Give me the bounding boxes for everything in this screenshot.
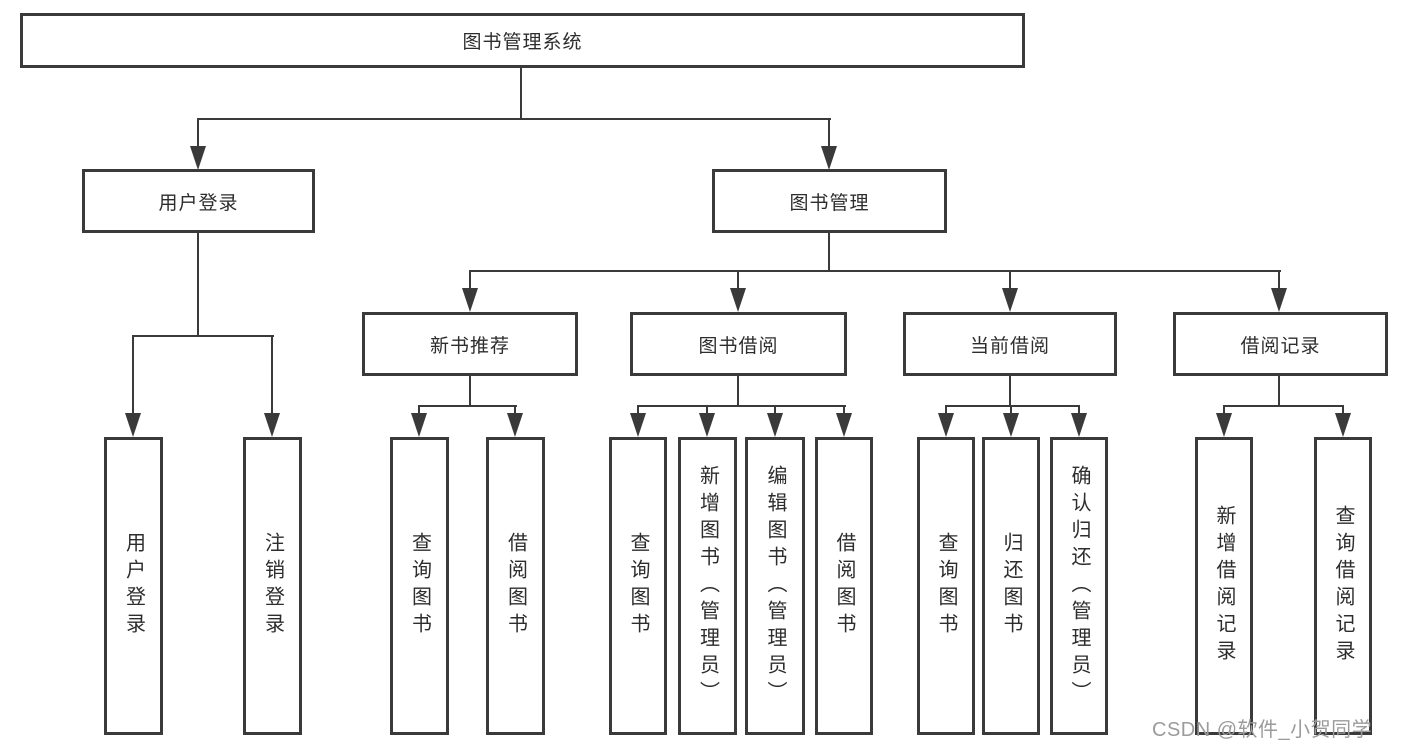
leaf-label: 注销登录: [261, 532, 284, 640]
leaf-borrow-add-books-admin: 新增图书（管理员）: [678, 437, 737, 735]
arrow-down-icon: [1071, 413, 1087, 437]
connector-stub: [1278, 270, 1280, 290]
arrow-down-icon: [125, 413, 141, 437]
node-user-login: 用户登录: [82, 169, 315, 233]
leaf-user-login: 用户登录: [104, 437, 163, 735]
arrow-down-icon: [1271, 288, 1287, 312]
connector-stub: [469, 270, 471, 290]
arrow-down-icon: [699, 413, 715, 437]
leaf-label: 借阅图书: [504, 532, 527, 640]
connector-mgmt-rail: [469, 270, 1281, 272]
connector-mgmt-trunk: [828, 231, 830, 272]
connector-stub: [271, 335, 273, 415]
leaf-label: 用户登录: [122, 532, 145, 640]
connector-stub: [843, 405, 845, 415]
arrow-down-icon: [1335, 413, 1351, 437]
arrow-down-icon: [1216, 413, 1232, 437]
node-root-library-system: 图书管理系统: [20, 13, 1025, 68]
leaf-label: 借阅图书: [833, 532, 855, 640]
leaf-label: 查询图书: [935, 532, 957, 640]
connector-stub: [418, 405, 420, 415]
connector-user-rail: [132, 335, 274, 337]
connector-stub: [1078, 405, 1080, 415]
leaf-label: 新增借阅记录: [1213, 505, 1235, 667]
connector-root-trunk: [520, 68, 522, 120]
node-label: 当前借阅: [969, 335, 1050, 357]
connector-stub: [1342, 405, 1344, 415]
node-borrow-records: 借阅记录: [1173, 312, 1388, 376]
arrow-down-icon: [730, 288, 746, 312]
connector-stub: [737, 270, 739, 290]
connector-current-rail: [945, 405, 1080, 407]
connector-stub: [1009, 270, 1011, 290]
connector-records-trunk: [1278, 374, 1280, 407]
connector-stub: [132, 335, 134, 415]
node-current-borrow: 当前借阅: [903, 312, 1117, 376]
arrow-down-icon: [938, 413, 954, 437]
leaf-current-return-books: 归还图书: [982, 437, 1040, 735]
connector-stub: [197, 118, 199, 148]
connector-stub: [945, 405, 947, 415]
arrow-down-icon: [630, 413, 646, 437]
connector-stub: [637, 405, 639, 415]
arrow-down-icon: [190, 146, 206, 170]
arrow-down-icon: [264, 413, 280, 437]
node-label: 新书推荐: [429, 335, 510, 357]
leaf-label: 查询图书: [627, 532, 649, 640]
connector-user-trunk: [197, 231, 199, 337]
leaf-borrow-query-books: 查询图书: [609, 437, 667, 735]
connector-stub: [1010, 405, 1012, 415]
node-label: 借阅记录: [1240, 335, 1321, 357]
leaf-current-query-books: 查询图书: [917, 437, 975, 735]
arrow-down-icon: [767, 413, 783, 437]
leaf-label: 查询借阅记录: [1332, 505, 1354, 667]
csdn-watermark: CSDN @软件_小贺同学: [1152, 719, 1373, 741]
connector-stub: [1223, 405, 1225, 415]
connector-stub: [514, 405, 516, 415]
connector-recommend-rail: [418, 405, 517, 407]
node-label: 图书借阅: [698, 335, 779, 357]
leaf-label: 归还图书: [1000, 532, 1022, 640]
arrow-down-icon: [836, 413, 852, 437]
connector-borrow-rail: [637, 405, 846, 407]
arrow-down-icon: [411, 413, 427, 437]
connector-records-rail: [1223, 405, 1344, 407]
leaf-label: 查询图书: [408, 532, 431, 640]
node-label: 图书管理系统: [462, 32, 583, 53]
arrow-down-icon: [821, 146, 837, 170]
node-new-book-recommend: 新书推荐: [362, 312, 578, 376]
leaf-label: 新增图书（管理员）: [696, 464, 719, 708]
leaf-records-query-record: 查询借阅记录: [1314, 437, 1372, 735]
arrow-down-icon: [1002, 288, 1018, 312]
leaf-borrow-borrow-books: 借阅图书: [815, 437, 873, 735]
leaf-recommend-borrow-books: 借阅图书: [486, 437, 545, 735]
connector-current-trunk: [1009, 374, 1011, 407]
connector-stub: [706, 405, 708, 415]
connector-stub: [774, 405, 776, 415]
leaf-recommend-query-books: 查询图书: [390, 437, 449, 735]
arrow-down-icon: [462, 288, 478, 312]
node-book-borrow: 图书借阅: [630, 312, 847, 376]
connector-root-rail: [197, 118, 831, 120]
node-label: 用户登录: [158, 192, 239, 214]
connector-borrow-trunk: [737, 374, 739, 407]
leaf-current-confirm-return-admin: 确认归还（管理员）: [1050, 437, 1108, 735]
arrow-down-icon: [1003, 413, 1019, 437]
leaf-borrow-edit-books-admin: 编辑图书（管理员）: [745, 437, 805, 735]
connector-recommend-trunk: [469, 374, 471, 407]
node-label: 图书管理: [789, 192, 870, 214]
leaf-label: 编辑图书（管理员）: [764, 464, 786, 708]
leaf-logout: 注销登录: [243, 437, 302, 735]
arrow-down-icon: [507, 413, 523, 437]
leaf-records-add-record: 新增借阅记录: [1195, 437, 1253, 735]
leaf-label: 确认归还（管理员）: [1068, 464, 1090, 708]
node-book-management: 图书管理: [712, 169, 947, 233]
connector-stub: [828, 118, 830, 148]
